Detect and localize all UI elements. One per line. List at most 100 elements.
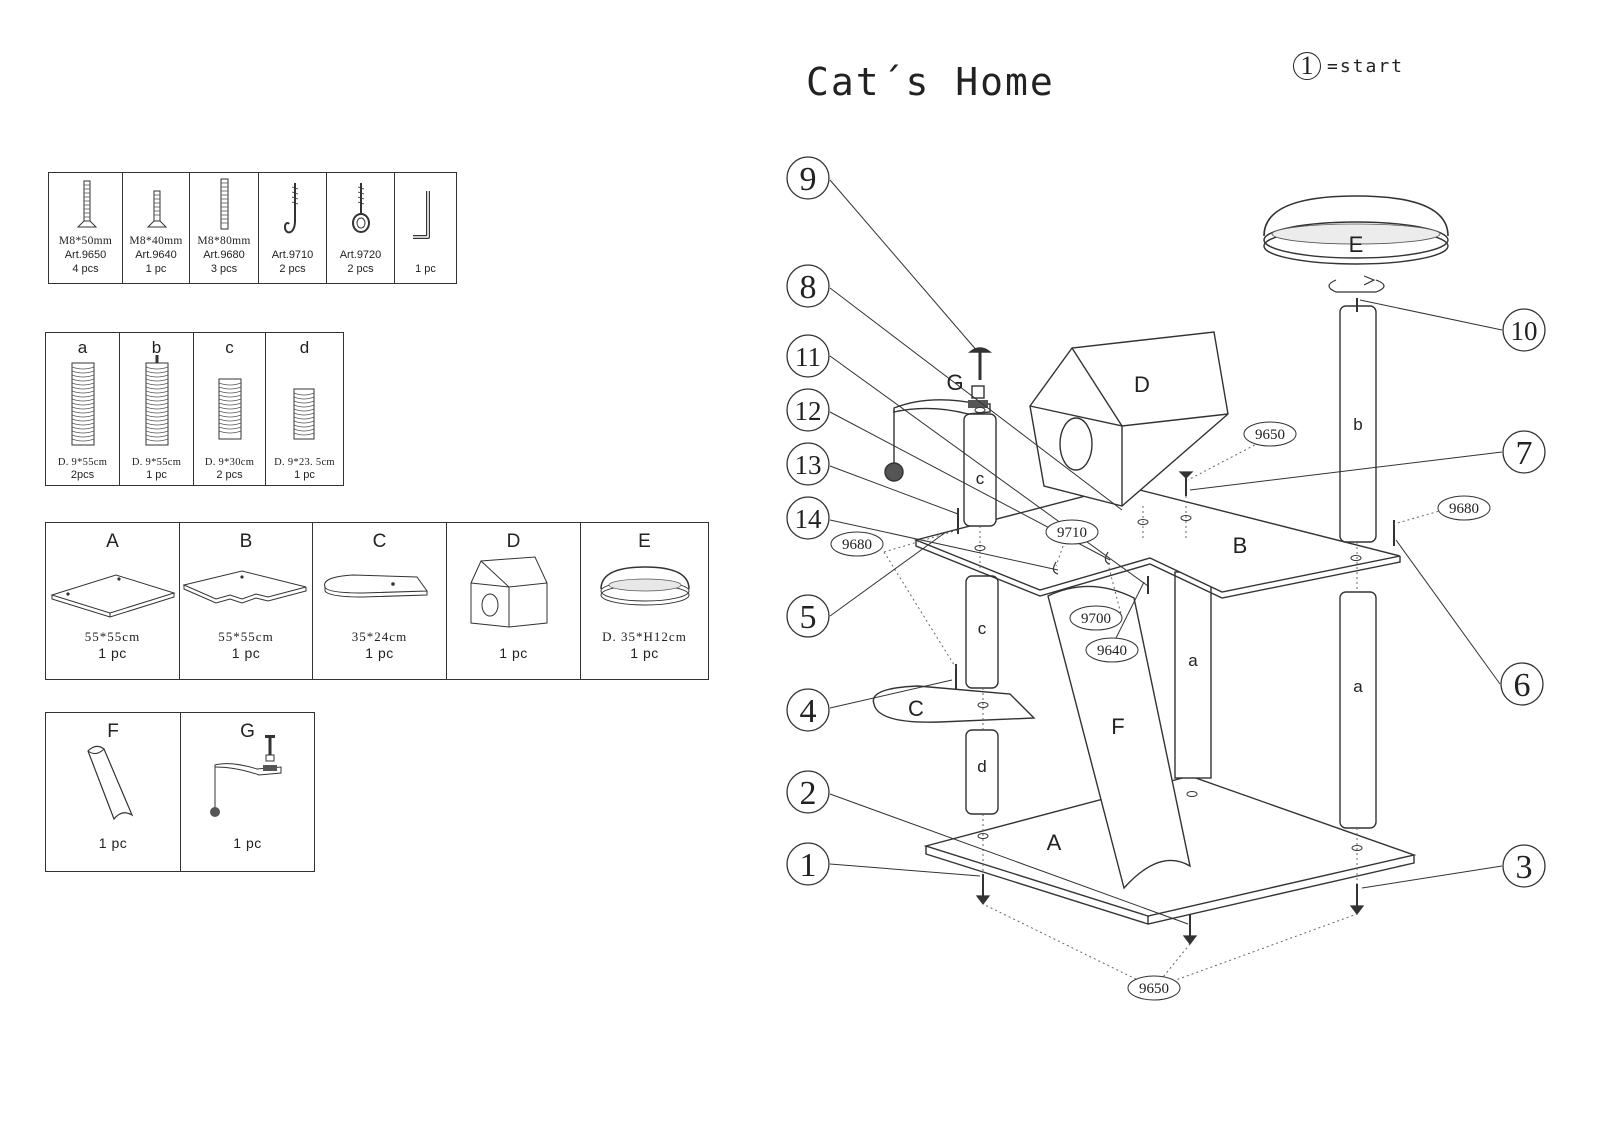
board-cell-B: B 55*55cm 1 pc [180,523,313,679]
hardware-cell-bolt-50: M8*50mm Art.9650 4 pcs [49,173,123,283]
hardware-qty: 1 pc [415,263,436,275]
svg-text:9700: 9700 [1081,611,1111,627]
step-markers: 9 8 11 12 13 14 5 4 2 1 10 7 6 3 [786,156,1546,888]
post-label-a-back: a [1188,651,1198,670]
extra-letter: G [240,721,255,742]
hardware-spec: M8*50mm [58,235,113,247]
board-cell-A: A 55*55cm 1 pc [46,523,180,679]
square-board-icon [50,574,176,618]
svg-text:9680: 9680 [1449,501,1479,517]
svg-text:9650: 9650 [1255,427,1285,443]
hardware-qty: 2 pcs [279,263,306,275]
board-cell-C: C 35*24cm 1 pc [313,523,447,679]
board-qty: 1 pc [231,645,261,661]
board-letter: B [239,531,253,552]
post-label-c-lower: c [978,619,987,638]
post-label-d: d [977,757,986,776]
svg-text:9640: 9640 [1097,643,1127,659]
hardware-art: Art.9650 [64,249,107,261]
board-qty: 1 pc [630,645,659,661]
post-qty: 1 pc [146,469,167,481]
step-marker-6: 6 [1500,662,1544,706]
part-label-F: F [1111,714,1124,739]
boards-table: A 55*55cm 1 pc B 55*55cm 1 pc C 35*24cm … [45,522,709,680]
svg-text:13: 13 [795,450,822,480]
post-qty: 2 pcs [216,469,243,481]
article-code-callouts: 9650 9650 9680 9680 9710 9700 9640 [830,421,1491,1001]
toy-arm-icon [210,735,282,817]
step-marker-9: 9 [786,156,830,200]
post-cell-b: b D. 9*55cm 1 pc [120,333,194,485]
step-marker-5: 5 [786,594,830,638]
post-qty: 1 pc [294,469,315,481]
svg-text:9650: 9650 [1139,981,1169,997]
board-letter: E [638,531,651,552]
post-cell-a: a D. 9*55cm 2pcs [46,333,120,485]
hardware-cell-hook: Art.9710 2 pcs [259,173,327,283]
code-callout-9640: 9640 [1085,637,1139,663]
board-dim: 55*55cm [84,629,141,644]
posts-table: a D. 9*55cm 2pcs b D. 9*55cm 1 pc c [45,332,344,486]
svg-text:2: 2 [800,775,817,812]
extra-letter: F [107,721,119,742]
post-dim: D. 9*55cm [131,457,182,468]
board-dim: D. 35*H12cm [602,629,687,644]
part-label-C: C [908,696,924,721]
board-dim: 35*24cm [351,629,408,644]
code-callout-9650-bottom: 9650 [1127,975,1181,1001]
step-marker-8: 8 [786,264,830,308]
sisal-post-icon [218,378,242,440]
post-cell-c: c D. 9*30cm 2 pcs [194,333,266,485]
board-qty: 1 pc [98,645,127,661]
extra-qty: 1 pc [233,835,262,851]
step-marker-13: 13 [786,442,830,486]
hardware-cell-allen-key: 1 pc [395,173,456,283]
hardware-spec: M8*80mm [197,235,251,247]
cat-house-icon [470,556,548,628]
post-letter: d [299,338,310,357]
hardware-cell-eye: Art.9720 2 pcs [327,173,395,283]
svg-text:4: 4 [800,693,817,730]
code-callout-9710: 9710 [1045,519,1099,545]
hardware-art: Art.9680 [203,249,245,261]
ramp-icon [87,745,134,821]
svg-text:11: 11 [795,342,821,372]
step-marker-1: 1 [786,842,830,886]
step-marker-3: 3 [1502,844,1546,888]
eye-screw-icon [352,183,370,233]
hardware-table: M8*50mm Art.9650 4 pcs M8*40mm Art.9640 … [48,172,457,284]
notched-board-icon [182,570,307,604]
post-label-a-right: a [1353,677,1363,696]
extra-cell-F: F 1 pc [46,713,181,871]
hardware-art: Art.9720 [339,249,382,261]
hardware-qty: 1 pc [145,263,167,275]
part-label-B: B [1233,533,1248,558]
board-letter: C [372,531,387,552]
legend-step-number: 1 [1293,51,1321,80]
shelf-board-icon [324,574,428,598]
assembly-drawing [829,179,1503,989]
part-label-E: E [1349,232,1364,257]
post-qty: 2pcs [70,469,95,481]
post-letter: b [151,338,162,357]
board-dim: 55*55cm [218,629,274,644]
step-marker-14: 14 [786,496,830,540]
post-dim: D. 9*23. 5cm [274,457,335,468]
sisal-post-icon [145,355,169,446]
post-label-c-upper: c [976,469,985,488]
svg-text:9: 9 [800,161,817,198]
hardware-qty: 3 pcs [210,263,238,275]
board-cell-E: E D. 35*H12cm 1 pc [581,523,708,679]
svg-text:6: 6 [1514,667,1531,704]
post-label-b: b [1353,415,1362,434]
page-title: Cat´s Home [806,60,1055,104]
threaded-rod-icon [220,178,229,230]
hardware-qty: 2 pcs [347,263,374,275]
hardware-art: Art.9640 [135,249,177,261]
svg-text:12: 12 [795,396,822,426]
step-marker-10: 10 [1502,308,1546,352]
post-dim: D. 9*55cm [57,457,108,468]
post-letter: a [77,338,88,357]
code-callout-9700: 9700 [1069,605,1123,631]
svg-text:8: 8 [800,269,817,306]
